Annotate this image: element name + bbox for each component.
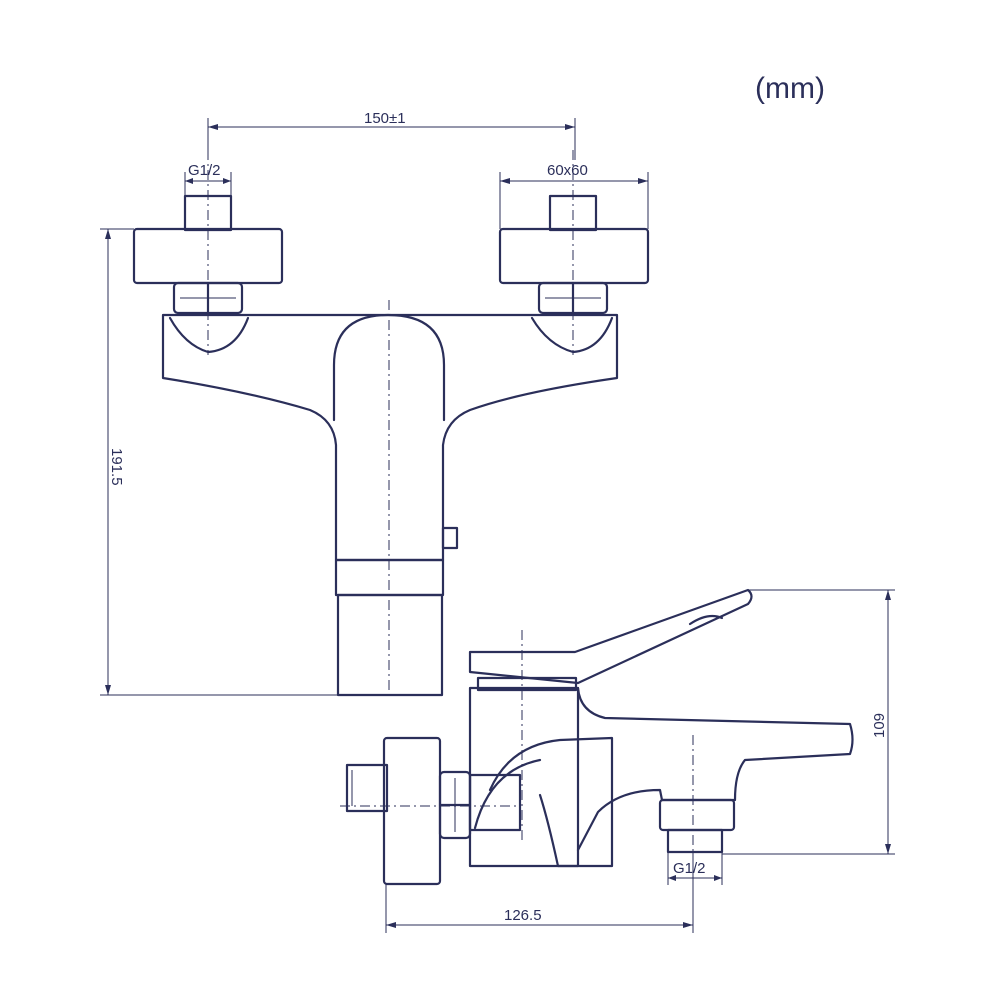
dimension-side-height: 109 (722, 589, 895, 855)
side-mixer-block (468, 686, 580, 868)
projection-depth-label: 126.5 (504, 907, 542, 924)
outlet-thread (666, 828, 724, 854)
front-view (132, 150, 650, 700)
side-view (340, 588, 854, 886)
dimension-total-height: 191.5 (100, 228, 338, 696)
total-height-label: 191.5 (108, 448, 125, 486)
lever-grip (688, 614, 724, 626)
dimension-inlet-thread-left: G1/2 (184, 162, 232, 196)
flange-size-label: 60x60 (547, 162, 588, 179)
dimension-flange-size: 60x60 (499, 162, 649, 229)
spout (576, 686, 854, 852)
unit-label: (mm) (755, 72, 825, 105)
spout-aerator (658, 798, 736, 832)
inlet-thread-left-label: G1/2 (188, 162, 221, 179)
left-connector-recess (168, 316, 250, 354)
diverter-knob (441, 526, 459, 550)
side-hex-nut (438, 770, 472, 840)
center-distance-label: 150±1 (364, 110, 406, 127)
side-flange (382, 736, 442, 886)
dimension-center-distance: 150±1 (207, 110, 576, 160)
mixer-body (161, 313, 619, 562)
side-inlet-pipe (345, 763, 389, 813)
central-dome (332, 313, 446, 422)
side-height-label: 109 (871, 713, 888, 738)
side-body-curve (488, 736, 614, 868)
side-body-inner-curve (473, 758, 542, 830)
right-flange (498, 227, 650, 285)
lower-column (336, 593, 444, 697)
dimension-outlet-thread: G1/2 (667, 852, 723, 885)
right-connector-recess (530, 316, 614, 354)
outlet-thread-label: G1/2 (673, 860, 706, 877)
lever-handle (468, 588, 753, 685)
dimension-projection-depth: 126.5 (385, 852, 694, 933)
